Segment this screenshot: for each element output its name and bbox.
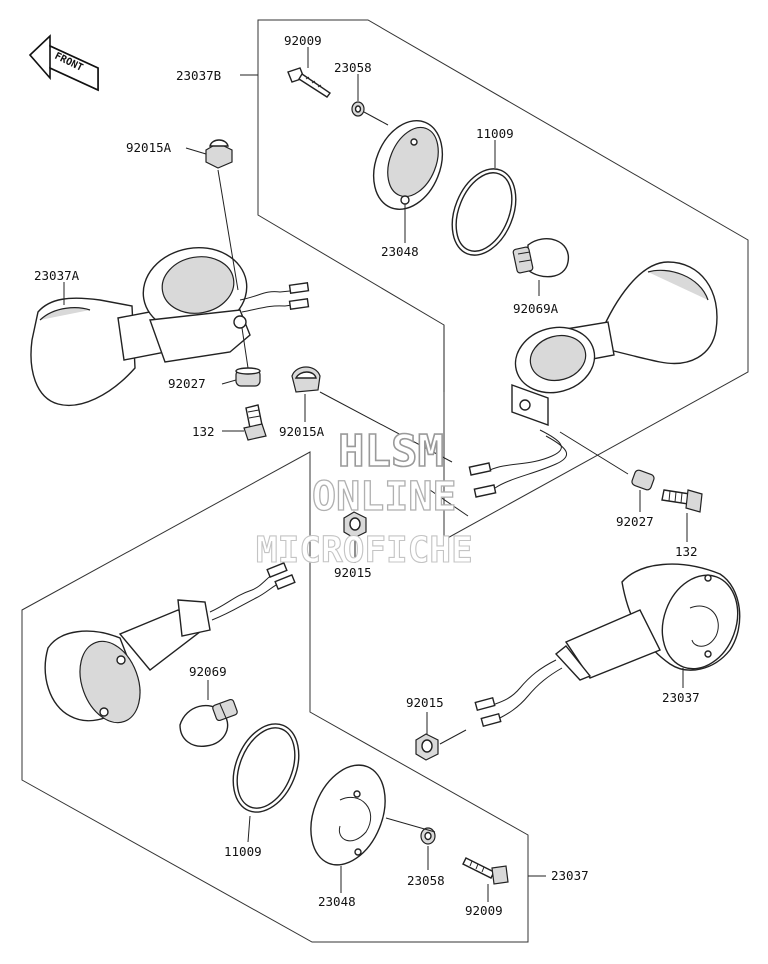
part-label-92015A-mid[interactable]: 92015A [279,424,325,439]
part-label-132-left[interactable]: 132 [192,424,215,439]
bolt-132-right-icon [661,489,703,513]
part-label-23058-low[interactable]: 23058 [407,873,445,888]
grommet-23058-top-icon [351,101,365,117]
part-label-11009-top[interactable]: 11009 [476,126,514,141]
turn-signal-body-lower-left-icon [44,562,296,724]
gasket-11009-top-icon [451,168,517,256]
nut-92015-low-icon [415,733,439,761]
part-labels: 23037B 92009 23058 11009 92015A 23048 23… [34,33,700,918]
part-label-92009-low[interactable]: 92009 [465,903,503,918]
nut-92015-mid-icon [343,511,367,539]
bulb-92069-icon [179,698,238,747]
screw-92009-top-icon [287,67,332,98]
screw-92009-low-icon [462,857,509,885]
part-label-23048-low[interactable]: 23048 [318,894,356,909]
part-label-92015A-top[interactable]: 92015A [126,140,172,155]
lower-assembly-frame [21,451,529,943]
front-arrow-icon: FRONT [28,34,99,92]
nut-92015A-mid-icon [291,366,321,393]
watermark-line3: MICROFICHE [256,530,473,571]
upper-assembly-frame [257,19,749,541]
part-label-23058-top[interactable]: 23058 [334,60,372,75]
part-label-92027-left[interactable]: 92027 [168,376,206,391]
part-label-23037-bottom[interactable]: 23037 [551,868,589,883]
bulb-92069A-icon [512,238,569,278]
leader-lines [63,47,688,902]
bolt-132-left-icon [243,404,267,441]
part-label-132-right[interactable]: 132 [675,544,698,559]
collar-92027-right-icon [631,469,655,491]
gasket-11009-low-icon [232,723,300,813]
part-label-92015-low[interactable]: 92015 [406,695,444,710]
part-label-23037A[interactable]: 23037A [34,268,80,283]
part-label-92069[interactable]: 92069 [189,664,227,679]
part-label-92009-top[interactable]: 92009 [284,33,322,48]
part-label-23037B[interactable]: 23037B [176,68,221,83]
nut-92015A-top-icon [205,139,233,169]
part-label-23048-top[interactable]: 23048 [381,244,419,259]
lens-rim-23048-low-icon [310,764,386,866]
part-label-23037-right[interactable]: 23037 [662,690,700,705]
lens-rim-23048-top-icon [372,119,444,211]
turn-signal-body-23037A-icon [30,246,310,406]
part-label-92027-right[interactable]: 92027 [616,514,654,529]
collar-92027-left-icon [235,367,261,387]
turn-signal-body-23037-right-icon [474,563,741,728]
part-label-92069A[interactable]: 92069A [513,301,559,316]
turn-signal-body-23037B-icon [468,261,718,498]
watermark-line1: HLSM [338,426,444,477]
watermark-line2: ONLINE [312,474,457,520]
watermark: HLSM ONLINE MICROFICHE [255,425,473,571]
part-label-11009-low[interactable]: 11009 [224,844,262,859]
part-label-92015-mid[interactable]: 92015 [334,565,372,580]
grommet-23058-low-icon [420,827,436,845]
